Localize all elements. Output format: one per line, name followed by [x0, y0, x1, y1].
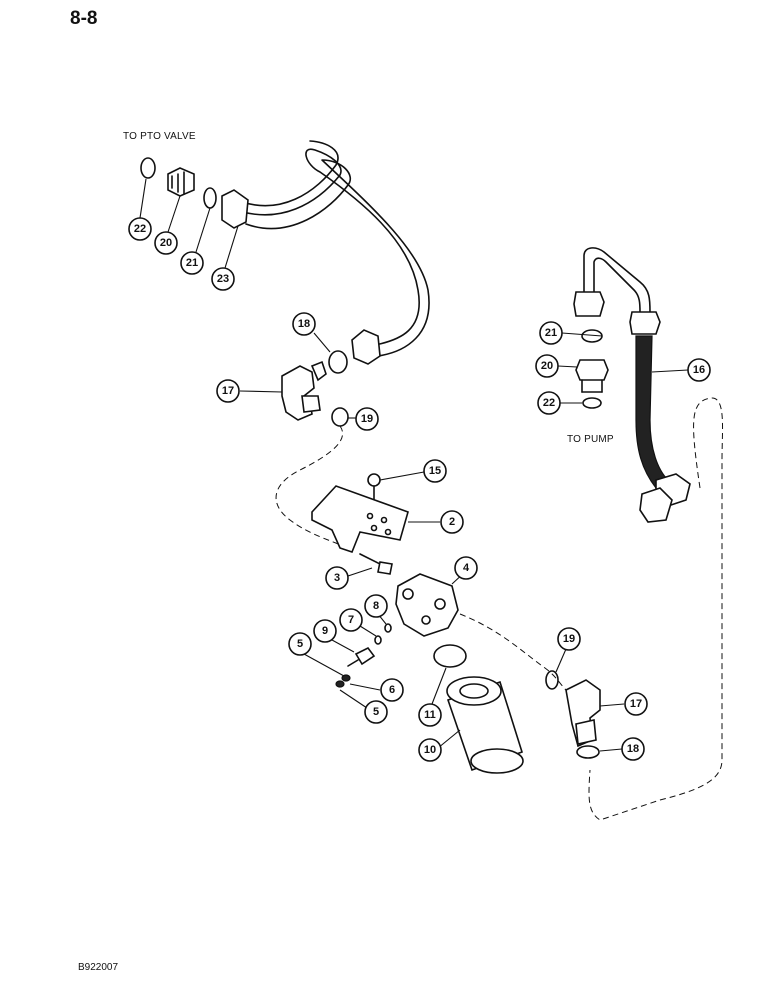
bolt-3 — [359, 553, 393, 575]
straight-connector-right — [575, 359, 609, 393]
callout-21-upper-left: 21 — [180, 251, 204, 275]
svg-text:21: 21 — [545, 327, 557, 339]
svg-text:9: 9 — [322, 625, 328, 637]
svg-text:10: 10 — [424, 744, 436, 756]
callout-23: 23 — [211, 267, 235, 291]
callout-15: 15 — [423, 459, 447, 483]
svg-text:8: 8 — [373, 600, 379, 612]
svg-text:3: 3 — [334, 572, 340, 584]
svg-text:23: 23 — [217, 273, 229, 285]
label-to-pto-valve: TO PTO VALVE — [123, 131, 196, 142]
o-ring-lower-middle — [331, 407, 349, 427]
callout-4: 4 — [454, 556, 478, 580]
elbow-fitting-lower — [565, 679, 601, 748]
callout-10: 10 — [418, 738, 442, 762]
callout-5-lower: 5 — [364, 700, 388, 724]
leader-lines — [139, 178, 689, 752]
svg-text:22: 22 — [543, 397, 555, 409]
straight-connector-upper-left — [167, 167, 195, 197]
svg-text:20: 20 — [160, 237, 172, 249]
svg-text:2: 2 — [449, 516, 455, 528]
filter-seal-ring — [433, 644, 467, 668]
washers-5-6 — [335, 674, 351, 688]
dashed-route-upper — [275, 425, 349, 549]
callout-17-upper: 17 — [216, 379, 240, 403]
o-ring-upper-left-2 — [203, 187, 217, 209]
callout-3: 3 — [325, 566, 349, 590]
svg-text:7: 7 — [348, 614, 354, 626]
callout-18-lower: 18 — [621, 737, 645, 761]
svg-text:18: 18 — [627, 743, 639, 755]
o-ring-upper-middle — [328, 350, 348, 374]
callout-17-lower: 17 — [624, 692, 648, 716]
steel-tube-upper — [221, 140, 430, 365]
svg-text:22: 22 — [134, 223, 146, 235]
callout-20-upper-left: 20 — [154, 231, 178, 255]
callout-16: 16 — [687, 358, 711, 382]
svg-text:4: 4 — [463, 562, 470, 574]
callout-19-lower: 19 — [557, 627, 581, 651]
switch-9 — [347, 646, 376, 667]
callout-19-upper: 19 — [355, 407, 379, 431]
label-to-pump: TO PUMP — [567, 434, 614, 445]
callout-18-upper: 18 — [292, 312, 316, 336]
callout-21-right: 21 — [539, 321, 563, 345]
callout-11: 11 — [418, 703, 442, 727]
o-ring-lower-right-19 — [545, 670, 559, 690]
filter-element — [446, 676, 524, 774]
dashed-route-right — [588, 397, 724, 821]
hose-assembly — [573, 247, 691, 523]
o-ring-upper-left — [140, 157, 156, 179]
elbow-fitting-upper — [281, 360, 327, 421]
svg-text:20: 20 — [541, 360, 553, 372]
svg-text:15: 15 — [429, 465, 441, 477]
callout-6: 6 — [380, 678, 404, 702]
callout-5-upper: 5 — [288, 632, 312, 656]
o-ring-lower-right-18 — [576, 745, 600, 759]
callout-22-right: 22 — [537, 391, 561, 415]
svg-text:6: 6 — [389, 684, 395, 696]
svg-text:19: 19 — [563, 633, 575, 645]
callout-22-upper-left: 22 — [128, 217, 152, 241]
o-ring-right-lower — [582, 397, 602, 409]
svg-text:18: 18 — [298, 318, 310, 330]
callout-20-right: 20 — [535, 354, 559, 378]
svg-text:19: 19 — [361, 413, 373, 425]
svg-text:21: 21 — [186, 257, 198, 269]
svg-text:16: 16 — [693, 364, 705, 376]
svg-text:5: 5 — [297, 638, 303, 650]
small-rings-7-8 — [374, 623, 392, 645]
mounting-bracket — [311, 485, 409, 553]
callout-8: 8 — [364, 594, 388, 618]
svg-text:17: 17 — [222, 385, 234, 397]
callout-7: 7 — [339, 608, 363, 632]
callout-2: 2 — [440, 510, 464, 534]
page-number: 8-8 — [70, 8, 98, 29]
filter-head — [395, 573, 459, 637]
dashed-route-center — [459, 613, 567, 691]
figure-code: B922007 — [78, 962, 119, 973]
callout-9: 9 — [313, 619, 337, 643]
svg-text:11: 11 — [424, 709, 436, 721]
svg-text:17: 17 — [630, 698, 642, 710]
bolt-15 — [367, 473, 381, 501]
svg-text:5: 5 — [373, 706, 379, 718]
